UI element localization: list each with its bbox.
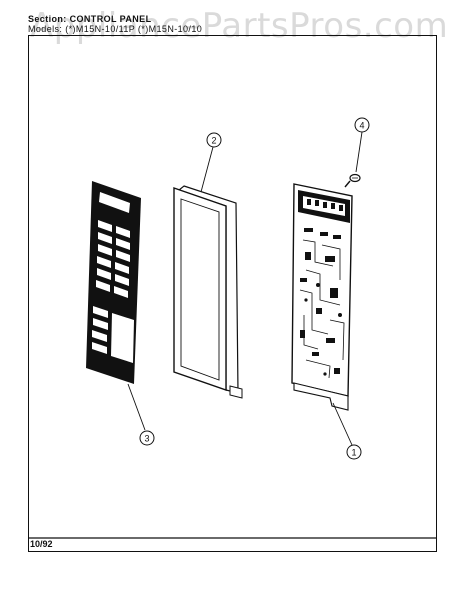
leader-4: [355, 131, 363, 173]
callout-3: 3: [139, 430, 155, 446]
callout-1-label: 1: [351, 448, 356, 458]
model-line: Models: (*)M15N-10/11P (*)M15N-10/10: [28, 24, 203, 34]
leader-2: [200, 146, 214, 193]
callout-1: 1: [346, 444, 362, 460]
diagram-frame: [28, 35, 437, 552]
callout-2: 2: [206, 132, 222, 148]
callout-3-label: 3: [144, 434, 149, 444]
section-title: Section: CONTROL PANEL: [28, 14, 152, 24]
control-panel-housing: [173, 185, 243, 399]
callout-2-label: 2: [211, 136, 216, 146]
revision-date: 10/92: [30, 539, 53, 549]
screw: [344, 173, 361, 188]
leader-1: [332, 402, 353, 446]
membrane-touchpad: [86, 181, 141, 384]
callout-4: 4: [354, 117, 370, 133]
circuit-board: [291, 183, 353, 411]
leader-3: [127, 383, 146, 431]
watermark: AppliancePartsPros.com: [30, 6, 449, 46]
callout-4-label: 4: [359, 121, 364, 131]
